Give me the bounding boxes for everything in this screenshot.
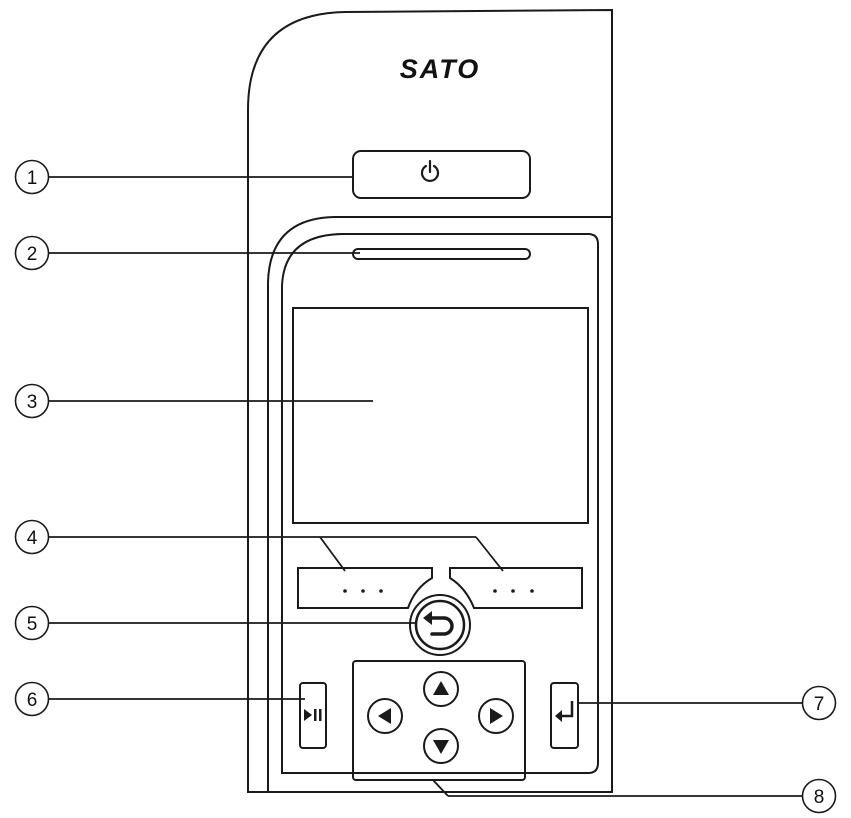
status-led-bar	[352, 248, 531, 260]
callout-number-1: 1	[27, 168, 38, 189]
callout-number-5: 5	[27, 614, 38, 635]
back-button[interactable]	[409, 594, 471, 656]
callout-number-2: 2	[27, 244, 38, 265]
play-pause-icon	[304, 709, 322, 721]
play-pause-button[interactable]	[299, 682, 327, 749]
enter-icon	[558, 701, 574, 718]
callout-number-7: 7	[814, 694, 825, 715]
back-button-face	[414, 599, 466, 651]
soft-key-left-dots-icon	[343, 589, 383, 593]
up-button[interactable]	[423, 671, 459, 707]
callout-circles	[14, 159, 837, 814]
enter-arrow-head-icon	[555, 710, 562, 722]
return-arrow-icon	[428, 616, 454, 636]
triangle-down-icon	[433, 740, 449, 754]
panel-inset-outer	[267, 216, 612, 792]
callout-number-3: 3	[27, 392, 38, 413]
right-button[interactable]	[478, 698, 514, 734]
triangle-left-icon	[378, 708, 391, 724]
power-button[interactable]	[352, 150, 531, 199]
lcd-display	[292, 307, 589, 524]
soft-key-left[interactable]	[297, 567, 433, 609]
left-button[interactable]	[367, 698, 403, 734]
soft-key-right-dots-icon	[493, 589, 534, 593]
callout-number-6: 6	[27, 690, 38, 711]
return-arrow-head-icon	[423, 611, 432, 625]
callout-numbers: 1 2 3 4 5 6 7 8	[27, 168, 825, 808]
down-button[interactable]	[423, 728, 459, 764]
sato-logo: SATO	[400, 54, 481, 84]
enter-button[interactable]	[550, 682, 579, 749]
triangle-right-icon	[490, 708, 503, 724]
callout-leader-lines	[48, 176, 803, 797]
printer-body-outline	[247, 8, 613, 793]
soft-key-right[interactable]	[449, 567, 583, 609]
arrow-keypad	[352, 660, 526, 781]
callout-number-4: 4	[27, 528, 38, 549]
callout-number-8: 8	[814, 787, 825, 808]
power-icon	[420, 159, 440, 183]
triangle-up-icon	[433, 681, 449, 695]
